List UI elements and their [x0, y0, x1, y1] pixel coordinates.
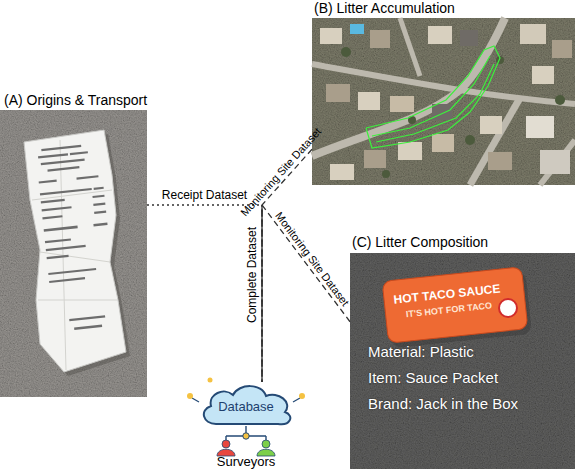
network-dot [299, 393, 305, 399]
edge-label: Monitoring Site Dataset [238, 125, 324, 219]
network-dot [243, 433, 249, 439]
database-cloud: Database [198, 382, 294, 426]
attribute-text: Brand: Jack in the Box [368, 395, 518, 412]
attribute-text: Material: Plastic [368, 343, 474, 360]
attribute-text: Item: Sauce Packet [368, 369, 498, 386]
packet-photo [350, 253, 575, 469]
receipt-crease [32, 140, 118, 370]
panel-heading: (B) Litter Accumulation [314, 0, 455, 16]
dataset-connector [147, 205, 262, 382]
map-background [312, 18, 575, 185]
network-wire [226, 426, 266, 440]
edge-label: Monitoring Site Dataset [273, 209, 352, 308]
surveyor-head [222, 440, 230, 448]
receipt-paper [24, 130, 126, 372]
asphalt-background [350, 253, 575, 469]
network-dot [208, 378, 213, 383]
brand-logo [499, 299, 517, 317]
aerial-map [312, 18, 575, 185]
survey-track [366, 46, 500, 148]
receipt-print [35, 143, 118, 332]
photo-panel: (A) Origins & Transport [0, 92, 147, 397]
trunk-line [261, 205, 262, 382]
asphalt-background [0, 110, 147, 397]
icon-caption: Surveyors [217, 455, 276, 469]
network-dot [187, 393, 193, 399]
photo-panel: (C) Litter CompositionMaterial: PlasticI… [350, 234, 575, 469]
map-rooftops [320, 24, 572, 180]
photo-panel: (B) Litter Accumulation [312, 0, 575, 185]
map-roads [312, 18, 575, 185]
edge-label: Receipt Dataset [162, 189, 247, 203]
surveyor-head [262, 440, 270, 448]
receipt-photo [0, 110, 147, 397]
panel-heading: (A) Origins & Transport [4, 92, 147, 108]
map-trees [341, 47, 565, 178]
panel-heading: (C) Litter Composition [352, 234, 488, 250]
dataset-label: Complete Dataset [246, 227, 260, 323]
cloud-label: Database [198, 399, 294, 414]
sauce-packet [382, 267, 528, 343]
surveyor-network [187, 378, 305, 457]
